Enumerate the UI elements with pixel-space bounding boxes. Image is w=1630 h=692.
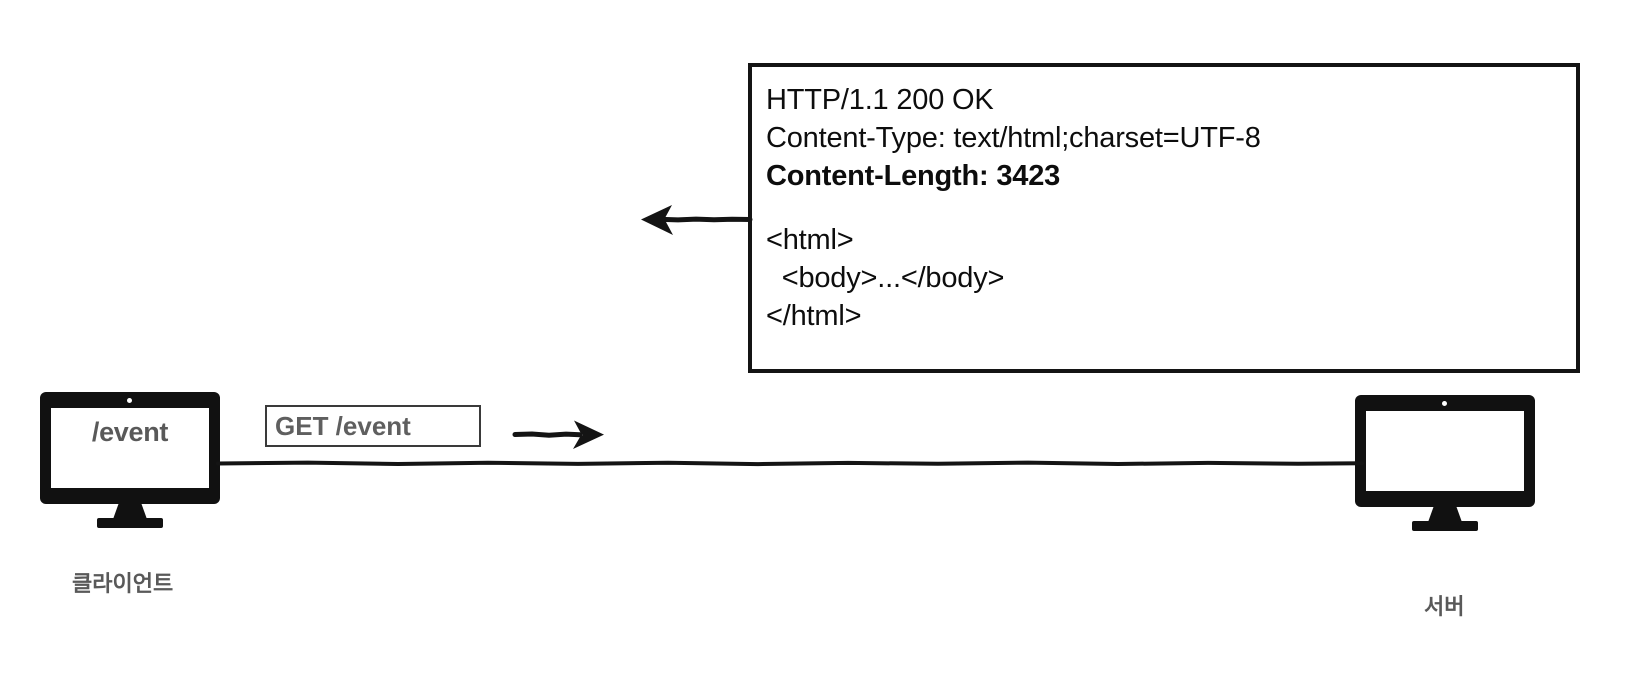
request-label-text: GET /event bbox=[275, 410, 411, 441]
server-screen bbox=[1366, 411, 1524, 491]
response-line-content-type: Content-Type: text/html;charset=UTF-8 bbox=[766, 122, 1261, 154]
response-message-lines: HTTP/1.1 200 OK Content-Type: text/html;… bbox=[766, 81, 1566, 335]
arrow-left-icon bbox=[641, 205, 753, 235]
client-screen-text: /event bbox=[91, 417, 169, 447]
server-monitor bbox=[1355, 395, 1535, 531]
client-monitor-base bbox=[97, 518, 163, 528]
client-caption: 클라이언트 bbox=[72, 572, 174, 597]
response-message-box: HTTP/1.1 200 OK Content-Type: text/html;… bbox=[748, 63, 1580, 373]
server-monitor-neck bbox=[1427, 507, 1463, 525]
response-line-content-length: Content-Length: 3423 bbox=[766, 160, 1061, 192]
server-caption: 서버 bbox=[1424, 595, 1465, 620]
client-server-connection-line bbox=[216, 452, 1364, 474]
client-monitor: /event bbox=[40, 392, 220, 528]
response-line-body: <body>...</body> bbox=[766, 262, 1005, 294]
client-camera-dot bbox=[127, 398, 132, 403]
response-arrow bbox=[632, 198, 753, 242]
response-line-status: HTTP/1.1 200 OK bbox=[766, 84, 994, 116]
client-screen: /event bbox=[51, 408, 209, 488]
server-camera-dot bbox=[1442, 401, 1447, 406]
response-line-html-open: <html> bbox=[766, 224, 854, 256]
response-line-html-close: </html> bbox=[766, 300, 862, 332]
connection-line bbox=[216, 460, 1364, 467]
request-label-box: GET /event bbox=[265, 405, 481, 447]
client-monitor-neck bbox=[112, 504, 148, 522]
request-arrow bbox=[512, 414, 612, 456]
response-line-blank bbox=[766, 195, 1566, 221]
server-monitor-base bbox=[1412, 521, 1478, 531]
arrow-right-icon bbox=[512, 420, 604, 449]
